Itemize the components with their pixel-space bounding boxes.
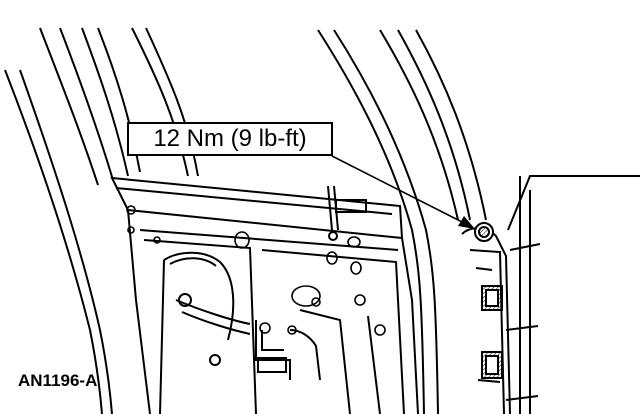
door-inner-panel xyxy=(110,176,419,414)
window-regulator xyxy=(159,251,251,414)
latch-housing xyxy=(461,227,511,414)
torque-callout: 12 Nm (9 lb-ft) xyxy=(127,122,333,156)
door-outer-edge xyxy=(4,69,113,414)
panel-holes xyxy=(126,205,386,336)
fastener-bolt xyxy=(474,222,494,242)
figure-id-label: AN1196-A xyxy=(18,371,98,390)
striker-assembly xyxy=(481,175,640,414)
window-frame-channels xyxy=(39,27,199,186)
callout-leader xyxy=(331,155,475,229)
b-pillar xyxy=(317,29,487,414)
latch-rods xyxy=(255,309,381,414)
glass-bracket xyxy=(327,185,367,241)
torque-callout-text: 12 Nm (9 lb-ft) xyxy=(153,125,307,152)
